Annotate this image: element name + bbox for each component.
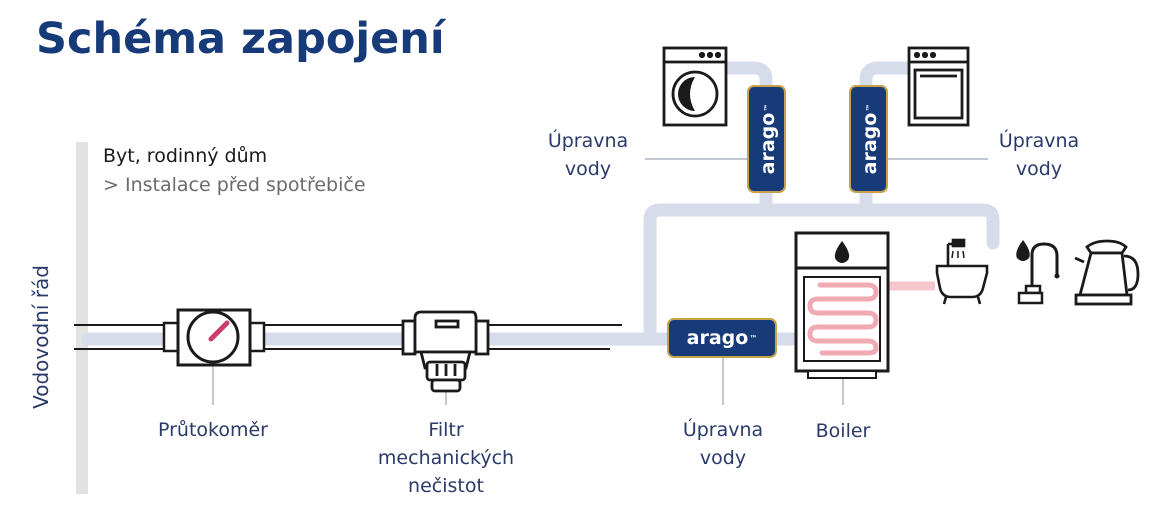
- dishwasher-icon: [907, 46, 970, 127]
- dw-connector: [859, 61, 915, 97]
- label-treatment-right: Úpravna vody: [998, 130, 1080, 180]
- label-treatment-bottom: Úpravna vody: [682, 419, 764, 469]
- boiler-icon: [794, 231, 890, 379]
- logo-left-tm: ™: [763, 103, 772, 112]
- kettle-icon: [1074, 239, 1140, 306]
- water-treatment-right-icon: [849, 85, 888, 193]
- logo-left-text: arago: [756, 112, 779, 175]
- washing-machine-icon: [662, 46, 728, 127]
- flow-meter-icon: [162, 308, 266, 367]
- logo-bottom-text: arago: [686, 327, 749, 349]
- page-title: Schéma zapojení: [36, 14, 445, 64]
- wm-connector: [718, 61, 773, 97]
- water-treatment-bottom-icon: [667, 318, 777, 358]
- leader-lines: [212, 158, 988, 405]
- logo-right-tm: ™: [865, 103, 874, 112]
- label-filter: Filtr mechanických nečistot: [377, 419, 515, 497]
- faucet-icon: [1016, 240, 1060, 305]
- label-treatment-left: Úpravna vody: [547, 130, 629, 180]
- subtitle-line2: > Instalace před spotřebiče: [103, 174, 366, 196]
- subtitle-line1: Byt, rodinný dům: [103, 145, 268, 167]
- logo-right-text: arago: [858, 112, 881, 175]
- water-treatment-left-icon: [747, 85, 786, 193]
- filter-icon: [401, 310, 490, 393]
- side-label-water-main: Vodovodní řád: [29, 265, 53, 409]
- subtitle: Byt, rodinný dům > Instalace před spotře…: [103, 142, 366, 200]
- upper-pipe: [643, 203, 1000, 346]
- wall-bar: [76, 142, 88, 494]
- label-flow-meter: Průtokoměr: [157, 419, 268, 441]
- bathtub-icon: [935, 238, 989, 305]
- logo-bottom-tm: ™: [749, 333, 758, 343]
- label-boiler: Boiler: [815, 420, 871, 442]
